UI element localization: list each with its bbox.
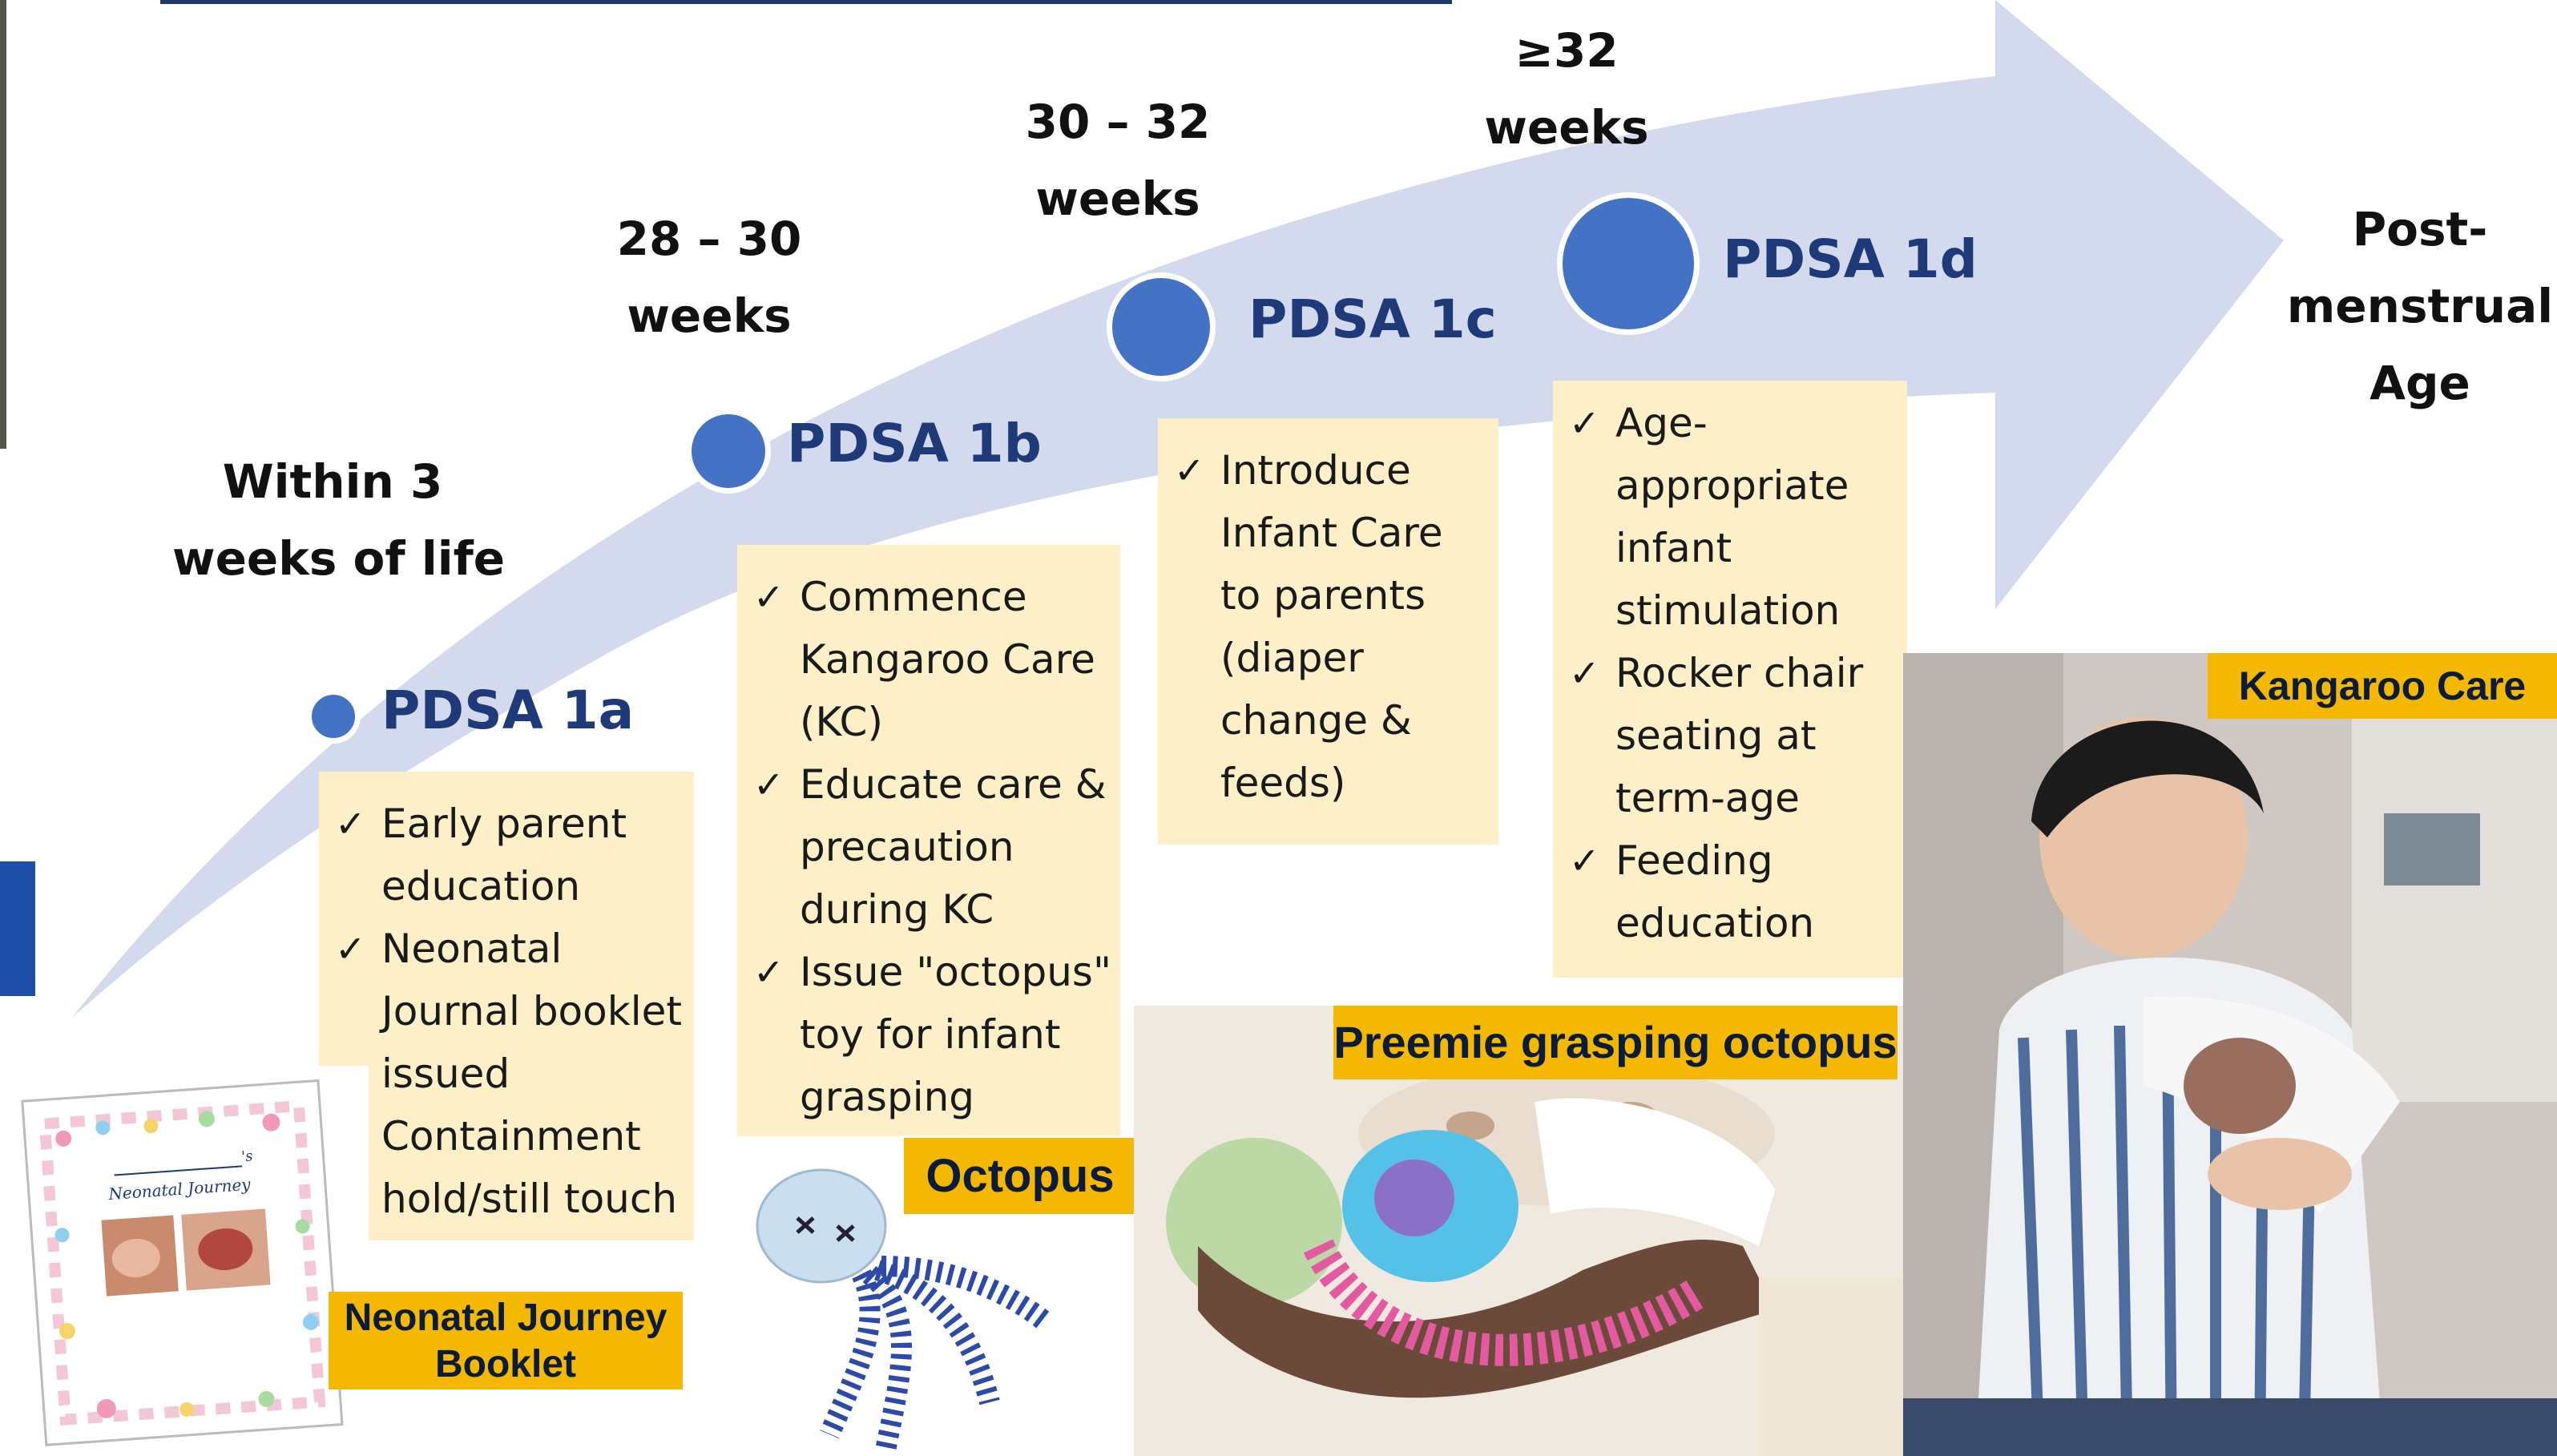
timeline-arrow-shape [72, 0, 2284, 1018]
pdsa-1a-actions: ✓Early parent education ✓Neonatal Journa… [319, 772, 694, 1240]
stage-age-1d: ≥32 weeks [1446, 12, 1687, 166]
check-icon: ✓ [1569, 401, 1600, 445]
pdsa-1a-label: PDSA 1a [381, 680, 635, 741]
action-item: ✓Introduce Infant Care to parents (diape… [1174, 439, 1490, 814]
stage-age-1c: 30 – 32 weeks [998, 83, 1238, 237]
action-item: ✓Neonatal Journal booklet issued [335, 918, 686, 1105]
stage-age-line: 28 – 30 [616, 212, 802, 266]
kangaroo-caption: Kangaroo Care [2208, 653, 2557, 719]
pdsa-1c-actions: ✓Introduce Infant Care to parents (diape… [1158, 418, 1498, 845]
booklet-caption-line: Neonatal Journey [344, 1297, 667, 1339]
preemie-illustration [1134, 1006, 1903, 1456]
pdsa-1c-label: PDSA 1c [1248, 288, 1497, 350]
action-item: ✓Commence Kangaroo Care (KC) [753, 566, 1112, 753]
top-bar [160, 0, 1452, 4]
action-item: ✓Educate care & precaution during KC [753, 753, 1112, 941]
left-edge-panel [0, 861, 35, 996]
stage-age-1a: Within 3 weeks of life [172, 443, 506, 597]
stage-age-1b: 28 – 30 weeks [589, 200, 829, 354]
octopus-toy-illustration [756, 1168, 1053, 1453]
preemie-caption: Preemie grasping octopus [1333, 1006, 1898, 1079]
action-item: ✓Age-appropriate infant stimulation [1569, 392, 1899, 642]
check-icon: ✓ [335, 802, 366, 845]
kangaroo-illustration [1903, 653, 2557, 1456]
pdsa-1b-label: PDSA 1b [787, 413, 1042, 474]
pdsa-1c-dot [1107, 272, 1216, 381]
x-axis-label: Post- menstrual Age [2276, 191, 2557, 421]
action-item: ✓Rocker chair seating at term-age [1569, 642, 1899, 829]
octopus-caption: Octopus [904, 1138, 1136, 1214]
check-icon: ✓ [753, 950, 784, 994]
booklet-caption: Neonatal Journey Booklet [329, 1292, 683, 1389]
stage-age-line: Within 3 [222, 454, 443, 509]
x-axis-label-line: menstrual [2286, 279, 2554, 333]
pdsa-1a-dot [306, 689, 361, 744]
kangaroo-photo [1903, 653, 2557, 1456]
check-icon: ✓ [1569, 651, 1600, 695]
x-axis-label-line: Age [2369, 356, 2470, 410]
preemie-photo [1134, 1006, 1903, 1456]
x-axis-label-line: Post- [2352, 202, 2488, 256]
left-edge-strip [0, 0, 6, 449]
check-icon: ✓ [1174, 449, 1205, 492]
pdsa-1b-dot [686, 409, 771, 494]
booklet-illustration: 's Neonatal Journey [16, 1066, 369, 1450]
stage-age-line: 30 – 32 [1025, 95, 1211, 149]
pdsa-1d-label: PDSA 1d [1723, 228, 1978, 290]
pdsa-1b-actions: ✓Commence Kangaroo Care (KC) ✓Educate ca… [737, 545, 1120, 1136]
stage-age-line: weeks [1035, 171, 1200, 226]
stage-age-line: weeks of life [172, 531, 506, 586]
check-icon: ✓ [753, 763, 784, 806]
action-item: ✓Feeding education [1569, 829, 1899, 954]
stage-age-line: weeks [1484, 100, 1649, 155]
action-item: ✓Issue "octopus" toy for infant grasping [753, 941, 1112, 1128]
pdsa-1d-actions: ✓Age-appropriate infant stimulation ✓Roc… [1553, 381, 1907, 978]
booklet-photo: 's Neonatal Journey [16, 1066, 369, 1450]
action-item: ✓Early parent education [335, 793, 686, 918]
check-icon: ✓ [753, 575, 784, 619]
stage-age-line: weeks [627, 288, 792, 343]
stage-age-line: ≥32 [1514, 23, 1619, 78]
pdsa-1d-dot [1557, 192, 1700, 335]
check-icon: ✓ [335, 927, 366, 970]
check-icon: ✓ [1569, 839, 1600, 882]
action-item: ✓Containment hold/still touch [335, 1105, 686, 1230]
booklet-caption-line: Booklet [434, 1343, 576, 1385]
booklet-cover-suffix: 's [241, 1147, 254, 1165]
